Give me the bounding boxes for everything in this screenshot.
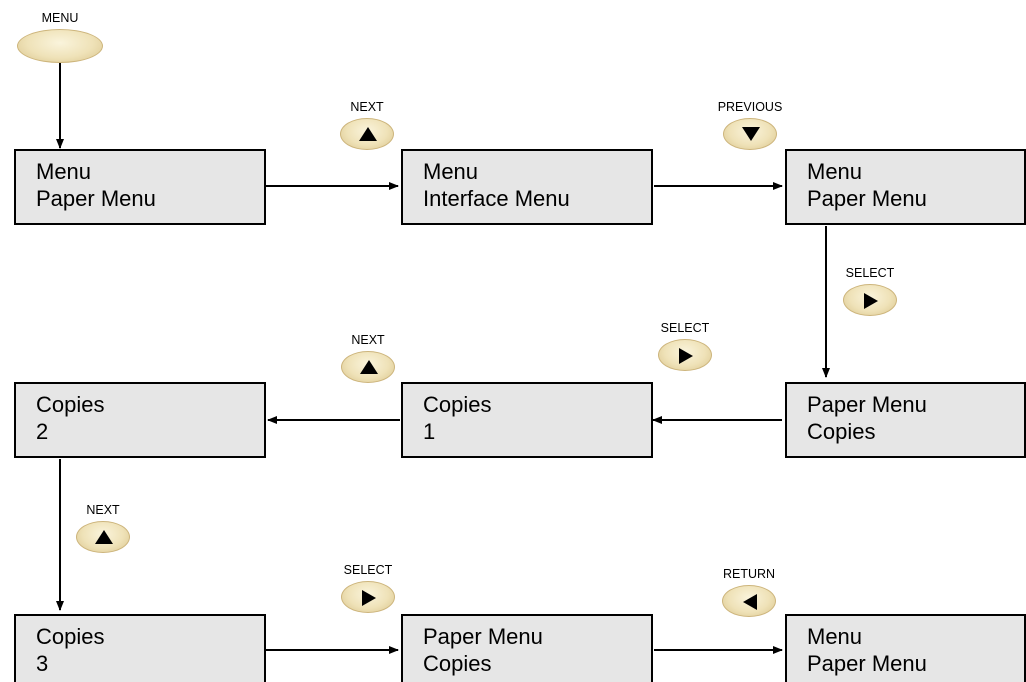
display-line-1: Paper Menu: [807, 392, 927, 417]
menu-button-icon: [17, 29, 103, 63]
right-arrow-icon: [658, 339, 712, 371]
display-line-2: Paper Menu: [36, 186, 156, 211]
display-line-1: Copies: [423, 392, 492, 417]
display-line-1: Menu: [423, 159, 479, 184]
up-arrow-icon: [76, 521, 130, 553]
menu-button[interactable]: MENU: [15, 11, 105, 63]
display-line-1: Menu: [807, 624, 863, 649]
display-line-1: Menu: [36, 159, 92, 184]
previous-button-label: PREVIOUS: [717, 100, 783, 114]
display-menu-paper-menu-3: Menu Paper Menu: [785, 614, 1026, 682]
select-button-2-label: SELECT: [660, 321, 710, 335]
display-line-2: Copies: [807, 419, 876, 444]
select-button-2[interactable]: SELECT: [640, 321, 730, 371]
up-arrow-icon: [340, 118, 394, 150]
display-paper-menu-copies-2: Paper Menu Copies: [401, 614, 653, 682]
right-arrow-icon: [341, 581, 395, 613]
next-button-2-label: NEXT: [351, 333, 385, 347]
display-copies-3: Copies 3: [14, 614, 266, 682]
return-button-label: RETURN: [722, 567, 776, 581]
select-button-1[interactable]: SELECT: [825, 266, 915, 316]
display-line-1: Copies: [36, 624, 105, 649]
return-button[interactable]: RETURN: [704, 567, 794, 617]
display-line-2: 2: [36, 419, 49, 444]
next-button-3-label: NEXT: [86, 503, 120, 517]
right-arrow-icon: [843, 284, 897, 316]
menu-button-label: MENU: [41, 11, 79, 25]
next-button-1-label: NEXT: [350, 100, 384, 114]
display-line-2: 1: [423, 419, 436, 444]
display-line-2: Interface Menu: [423, 186, 570, 211]
left-arrow-icon: [722, 585, 776, 617]
next-button-3[interactable]: NEXT: [58, 503, 148, 553]
display-menu-interface-menu: Menu Interface Menu: [401, 149, 653, 225]
display-line-1: Copies: [36, 392, 105, 417]
display-paper-menu-copies: Paper Menu Copies: [785, 382, 1026, 458]
display-copies-2: Copies 2: [14, 382, 266, 458]
down-arrow-icon: [723, 118, 777, 150]
up-arrow-icon: [341, 351, 395, 383]
select-button-3-label: SELECT: [343, 563, 393, 577]
display-menu-paper-menu-2: Menu Paper Menu: [785, 149, 1026, 225]
display-line-1: Menu: [807, 159, 863, 184]
display-line-2: Paper Menu: [807, 651, 927, 676]
previous-button[interactable]: PREVIOUS: [705, 100, 795, 150]
next-button-2[interactable]: NEXT: [323, 333, 413, 383]
select-button-1-label: SELECT: [845, 266, 895, 280]
display-menu-paper-menu: Menu Paper Menu: [14, 149, 266, 225]
select-button-3[interactable]: SELECT: [323, 563, 413, 613]
next-button-1[interactable]: NEXT: [322, 100, 412, 150]
display-line-2: 3: [36, 651, 49, 676]
display-copies-1: Copies 1: [401, 382, 653, 458]
display-line-2: Paper Menu: [807, 186, 927, 211]
display-line-2: Copies: [423, 651, 492, 676]
display-line-1: Paper Menu: [423, 624, 543, 649]
